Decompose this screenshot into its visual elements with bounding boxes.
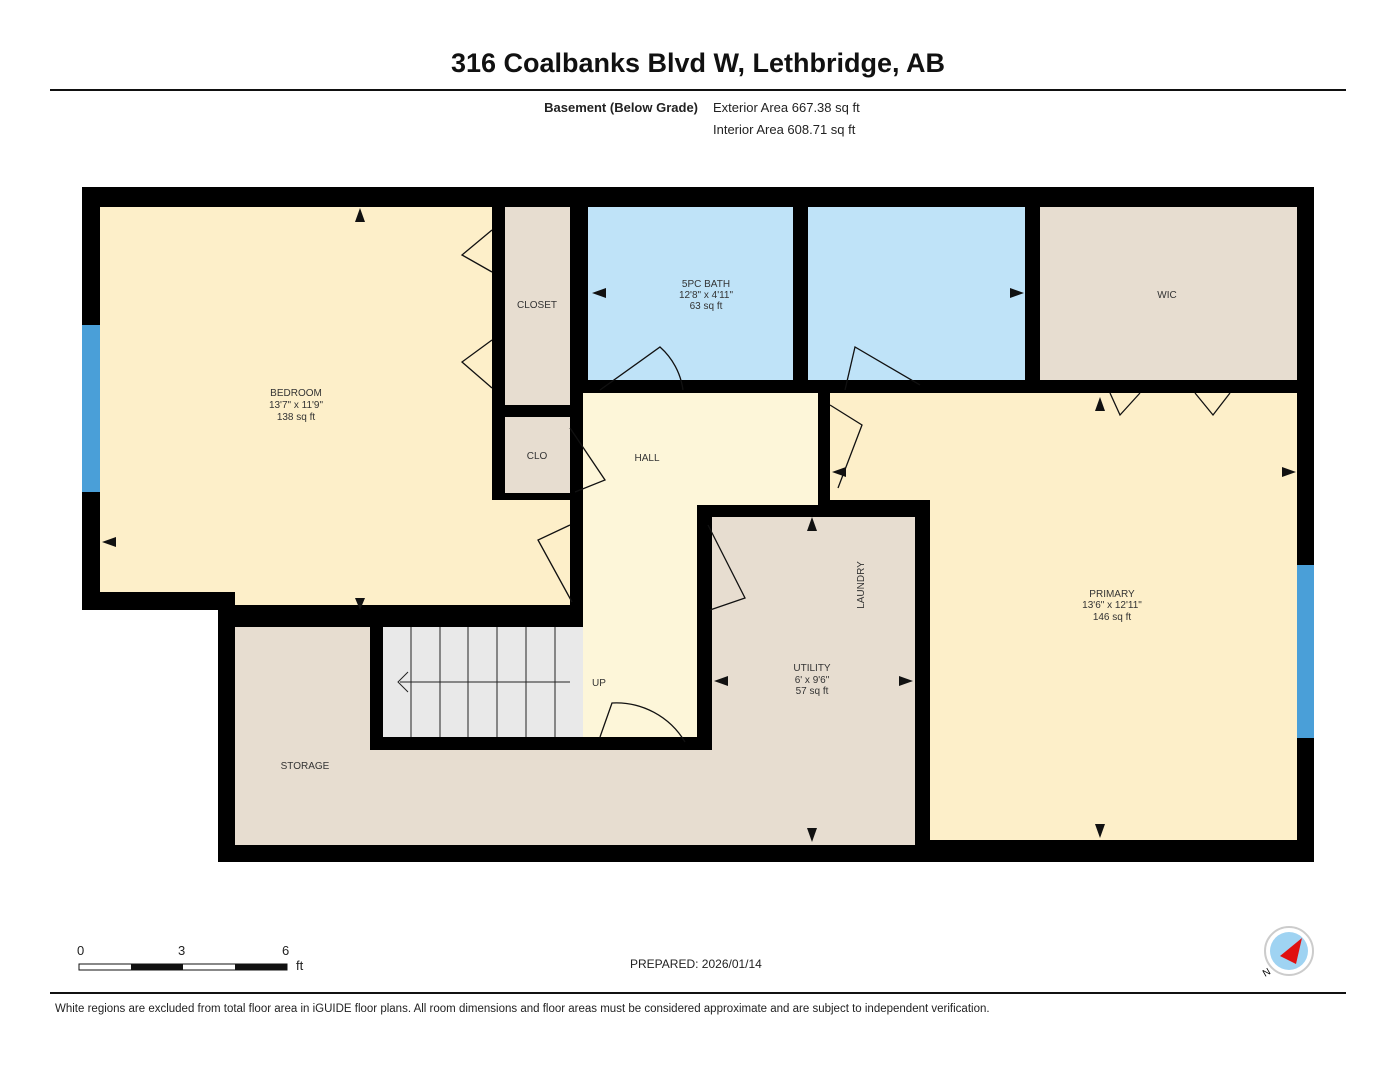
room-closet — [505, 207, 570, 405]
room-bath — [588, 207, 793, 380]
exterior-area: Exterior Area 667.38 sq ft — [713, 100, 860, 115]
footer-disclaimer: White regions are excluded from total fl… — [55, 1003, 990, 1015]
hall-name: HALL — [634, 453, 659, 464]
window-right — [1297, 565, 1314, 738]
stairs-label: UP — [592, 678, 606, 689]
storage-name: STORAGE — [281, 761, 330, 772]
utility-dims: 6' x 9'6" — [795, 675, 830, 686]
room-hall — [583, 393, 818, 737]
closet-name: CLOSET — [517, 300, 557, 311]
wic-name: WIC — [1157, 290, 1176, 301]
footer-divider — [50, 992, 1346, 994]
bath-area: 63 sq ft — [690, 301, 723, 312]
room-clo — [505, 417, 570, 493]
room-utility — [712, 517, 915, 845]
bath-dims: 12'8" x 4'11" — [679, 290, 734, 301]
prepared-date: PREPARED: 2026/01/14 — [630, 957, 762, 971]
scale-tick-0: 0 — [77, 943, 85, 958]
primary-dims: 13'6" x 12'11" — [1082, 600, 1142, 611]
page-title: 316 Coalbanks Blvd W, Lethbridge, AB — [450, 48, 946, 78]
bedroom-area: 138 sq ft — [277, 412, 316, 423]
dimension-markers — [102, 208, 1296, 842]
bedroom-name: BEDROOM — [270, 388, 322, 399]
room-labels: BEDROOM 13'7" x 11'9" 138 sq ft CLOSET C… — [269, 279, 1177, 772]
scale-unit: ft — [296, 958, 304, 973]
floor-name: Basement (Below Grade) — [544, 100, 698, 115]
bedroom-dims: 13'7" x 11'9" — [269, 400, 324, 411]
window-left — [82, 325, 100, 492]
utility-area: 57 sq ft — [796, 686, 829, 697]
primary-name: PRIMARY — [1089, 589, 1135, 600]
header-divider — [50, 89, 1346, 91]
stairs — [383, 627, 583, 737]
bath-name: 5PC BATH — [682, 279, 730, 290]
room-primary — [830, 393, 1297, 840]
laundry-name: LAUNDRY — [856, 561, 867, 609]
room-storage — [235, 627, 712, 845]
clo-name: CLO — [527, 451, 548, 462]
primary-area: 146 sq ft — [1093, 612, 1132, 623]
compass-icon: N — [1261, 926, 1314, 980]
room-bath-2 — [808, 207, 1025, 380]
door-swings — [460, 229, 1231, 743]
utility-name: UTILITY — [793, 663, 831, 674]
scale-bar — [78, 963, 288, 971]
scale-tick-6: 6 — [282, 943, 290, 958]
scale-tick-3: 3 — [178, 943, 186, 958]
compass-label: N — [1261, 966, 1273, 979]
interior-area: Interior Area 608.71 sq ft — [713, 122, 856, 137]
room-bedroom — [100, 207, 570, 605]
room-wic — [1040, 207, 1297, 380]
